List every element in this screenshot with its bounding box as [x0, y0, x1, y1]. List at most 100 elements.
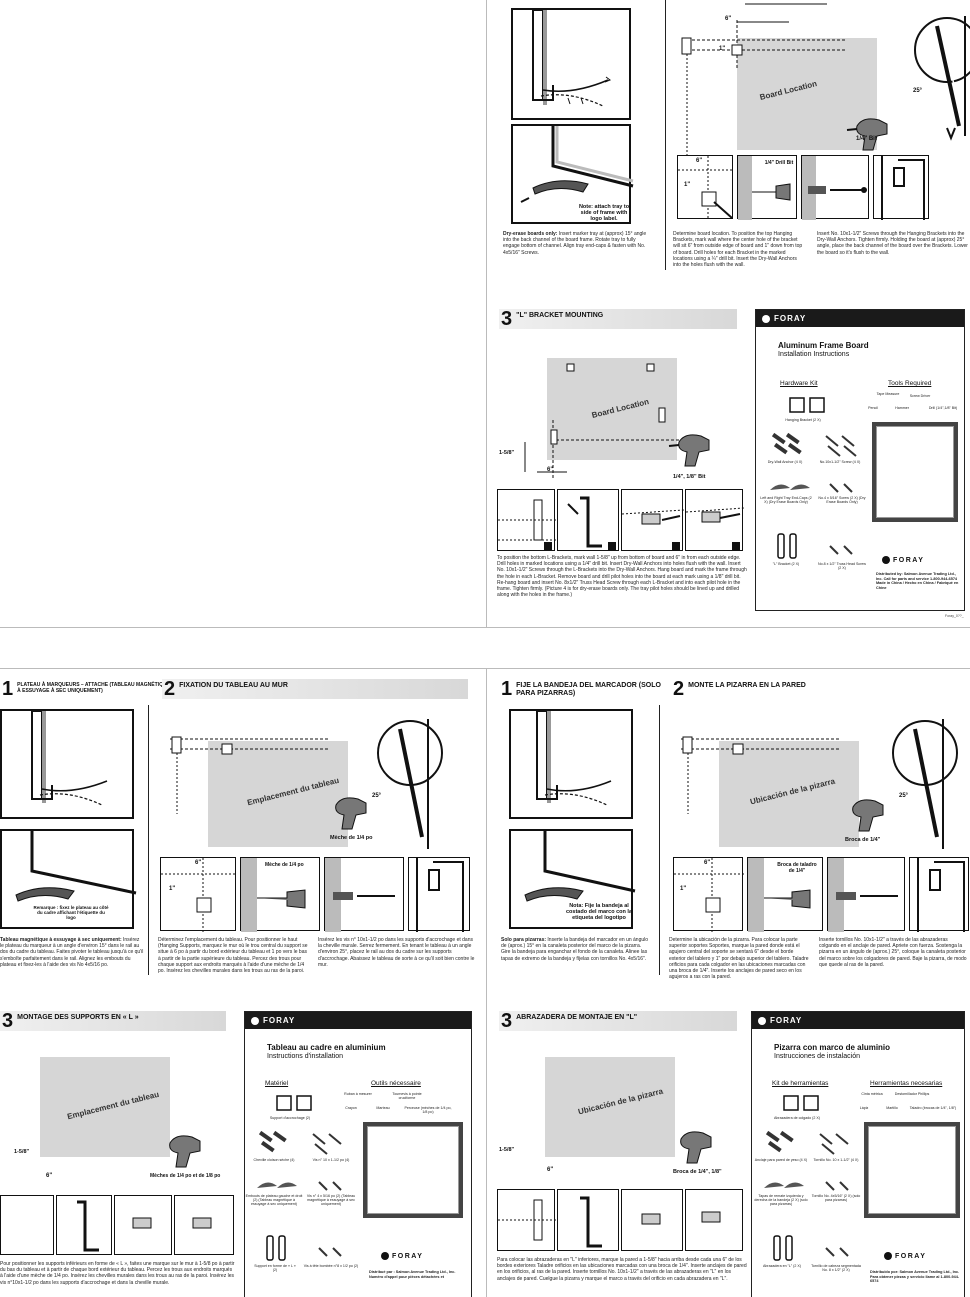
fr-truss-screw-icon [318, 1247, 342, 1257]
fr-screw-caption: Insérez les vis n° 10x1-1/2 po dans les … [318, 937, 475, 968]
es-distributor-info: Distribuido por: Salmon Avenue Trading L… [870, 1270, 960, 1284]
es-bit-label: Broca de 1/4" [845, 837, 881, 843]
fr-lbracket-step-panel-2 [56, 1195, 112, 1255]
fr-board-location-area [208, 741, 348, 847]
fr-screw4-icon [318, 1181, 342, 1191]
es-hardware-kit-heading: Kit de herramientas [772, 1080, 829, 1087]
fr-lbracket-step-panel-1 [0, 1195, 54, 1255]
angle-detail [914, 16, 970, 141]
lbracket-diagram [524, 363, 691, 480]
fr-bit-label: Mèche de 1/4 po [330, 835, 373, 841]
fr-step2-title: FIXATION DU TABLEAU AU MUR [179, 682, 288, 689]
fr-card-title: Tableau au cadre en aluminium [267, 1043, 386, 1052]
fr-column-divider [148, 705, 149, 975]
es-lbracket-icon [773, 1235, 793, 1261]
es-anchor-icon [765, 1130, 794, 1153]
es-lbracket-step-panel-2 [557, 1189, 619, 1251]
es-card-title: Pizarra con marco de aluminio [774, 1043, 891, 1052]
foray-logo-mark [882, 556, 890, 564]
fr-lbracket-icon [266, 1235, 286, 1261]
fr-hardware-kit-heading: Matériel [265, 1080, 289, 1087]
es-screw10-icon [819, 1133, 849, 1155]
dim-6-lower: 6" [547, 467, 554, 473]
anchor-label: Dry-Wall Anchor (4 X) [767, 460, 803, 464]
es-drill-bit-panel: Broca de taladro de 1/4" [747, 857, 823, 932]
es-step3-title: ABRAZADERA DE MONTAJE EN "L" [516, 1014, 638, 1021]
es-angle-label: 25° [899, 793, 909, 799]
es-step1-header: 1 FIJE LA BANDEJA DEL MARCADOR (SOLO PAR… [499, 679, 679, 699]
tool-screwdriver: Screw Driver [909, 394, 931, 398]
screw4-icon [829, 483, 853, 493]
tool-pencil: Pencil [868, 406, 878, 410]
foray-logo: FORAY [882, 556, 924, 564]
drill-bit-panel: 1/4" Drill Bit [737, 155, 797, 220]
fr-anchor-panel [324, 857, 404, 932]
es-anchor-panel [827, 857, 905, 932]
flush-panel [873, 155, 929, 220]
fr-step2-header: 2 FIXATION DU TABLEAU AU MUR [162, 679, 468, 699]
tray-endcap-label: Left and Right Tray End-Caps (2 X) (Dry … [760, 496, 812, 505]
distributor-info: Distributed by: Salmon Avenue Trading Lt… [876, 572, 959, 590]
screw10-icon [825, 435, 857, 457]
es-whiteboard-image [864, 1122, 960, 1218]
fr-angle-detail [377, 719, 443, 849]
step3-title: "L" BRACKET MOUNTING [516, 312, 604, 319]
screw10-label: No.10x1-1/2" Screw (4 X) [819, 460, 861, 464]
foray-brand-bar: FORAY [756, 310, 964, 327]
es-tray-endcap-icon [764, 1182, 804, 1188]
fr-foray-product-card: FORAY Tableau au cadre en aluminium Inst… [244, 1011, 472, 1297]
tray-note: Note: attach tray to side of frame with … [578, 204, 630, 222]
drill-bit-label: 1/4" Drill Bit [764, 160, 794, 166]
fr-step3-header: 3 MONTAGE DES SUPPORTS EN « L » [0, 1011, 226, 1031]
fr-step1-title: PLATEAU À MARQUEURS – ATTACHE (TABLEAU M… [17, 682, 170, 694]
fr-angle-label: 25° [372, 793, 382, 799]
bits-label: 1/4", 1/8" Bit [673, 474, 706, 480]
es-foray-logo: FORAY [884, 1252, 926, 1260]
fr-hanging-bracket-icon [276, 1095, 312, 1111]
fr-distributor-info: Distribué par : Salmon Avenue Trading Lt… [369, 1270, 456, 1279]
lbracket-label: "L" Bracket (2 X) [772, 562, 800, 566]
tools-required-heading: Tools Required [888, 380, 932, 387]
lbracket-icon [777, 533, 797, 559]
es-drill-icon-lower [680, 1131, 712, 1164]
fr-drill-bit-label: Mèche de 1/4 po [265, 862, 304, 868]
es-step3-header: 3 ABRAZADERA DE MONTAJE EN "L" [499, 1011, 737, 1031]
fr-foray-logo-icon [251, 1016, 259, 1025]
card-title: Aluminum Frame Board [778, 341, 869, 350]
page-divider-vertical [486, 668, 487, 1297]
fr-hanging-bracket-diagram [170, 736, 330, 814]
fr-bits-label: Mèches de 1/4 po et de 1/8 po [150, 1173, 221, 1179]
es-board-location-area-lower [545, 1057, 675, 1157]
hanging-caption: Determine board location. To position th… [673, 231, 803, 269]
fr-dry-erase-caption: Tableau magnétique à essuyage à sec uniq… [0, 937, 144, 968]
tool-tape: Tape Measure [876, 392, 900, 396]
fr-step1-header: 1 PLATEAU À MARQUEURS – ATTACHE (TABLEAU… [2, 678, 170, 700]
anchor-icon [771, 432, 802, 455]
es-tools-required-heading: Herramientas necesarias [870, 1080, 943, 1087]
tray-insert-illustration [511, 8, 631, 120]
lbracket-step-panel-4 [685, 489, 745, 551]
es-screw-caption: Inserte tornillos No. 10x1-1/2" a través… [819, 937, 967, 968]
lbracket-step-panel-1 [497, 489, 556, 551]
mark-detail-panel: 6" 1" [677, 155, 734, 220]
tool-drill: Drill (1/4",1/8" Bit) [928, 406, 958, 410]
es-lbracket-caption: Para colocar las abrazaderas en "L" infe… [497, 1257, 747, 1282]
fr-drill-icon-lower [169, 1135, 201, 1168]
fr-tools-required-heading: Outils nécessaire [371, 1080, 421, 1087]
anchor-panel [801, 155, 869, 220]
page-divider-horizontal [0, 668, 970, 669]
es-column-divider [659, 705, 660, 975]
board-location-area-lower [547, 358, 677, 460]
brand-name: FORAY [774, 314, 807, 323]
card-subtitle: Installation Instructions [778, 351, 850, 358]
es-lbracket-step-panel-1 [497, 1189, 556, 1251]
es-dry-erase-caption: Solo para pizarras: Inserte la bandeja d… [501, 937, 649, 962]
foray-product-card: FORAY Aluminum Frame Board Installation … [755, 309, 965, 611]
tool-hammer: Hammer [895, 406, 909, 410]
es-foray-product-card: FORAY Pizarra con marco de aluminio Inst… [751, 1011, 965, 1297]
angle-label: 25° [913, 88, 923, 94]
dim-1: 1" [719, 46, 726, 52]
page-divider-vertical [486, 0, 487, 627]
spanish-sheet: 1 FIJE LA BANDEJA DEL MARCADOR (SOLO PAR… [487, 669, 970, 1297]
hanging-bracket-label: Hanging Bracket (2 X) [785, 418, 821, 422]
